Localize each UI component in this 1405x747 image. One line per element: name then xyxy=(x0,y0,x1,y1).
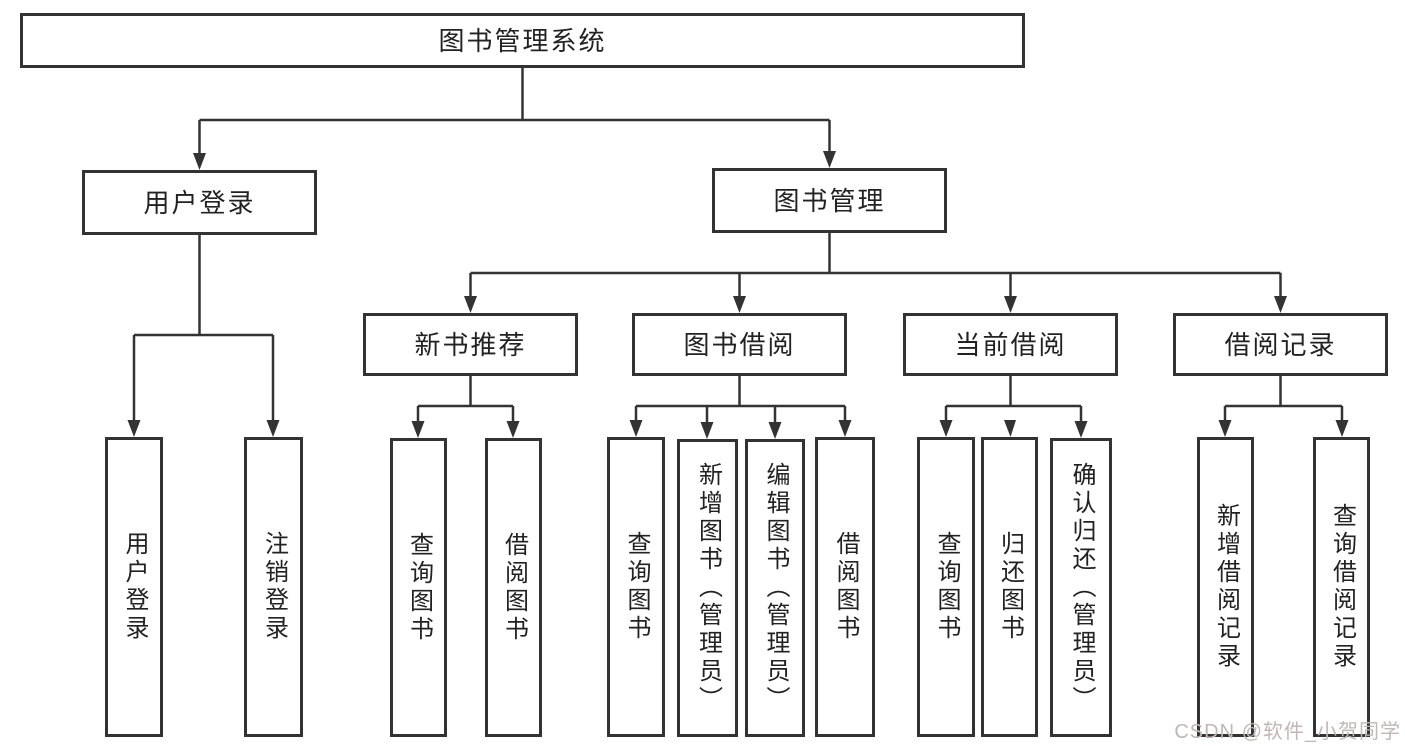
node-query-books-under-current: 查询图书 xyxy=(917,437,975,737)
edge-new-book-children xyxy=(411,376,520,438)
node-new-book-recommendation: 新书推荐 xyxy=(363,313,578,376)
node-borrowing-records: 借阅记录 xyxy=(1173,313,1388,376)
node-return-books-leaf: 归还图书 xyxy=(981,437,1038,737)
node-current-borrowing: 当前借阅 xyxy=(903,313,1118,376)
csdn-watermark: CSDN @软件_小贺同学 xyxy=(1174,721,1401,743)
edge-root-to-level1 xyxy=(193,68,836,170)
node-add-books-admin: 新增图书（管理员） xyxy=(677,439,738,737)
node-edit-books-admin: 编辑图书（管理员） xyxy=(745,439,805,737)
node-add-borrow-record: 新增借阅记录 xyxy=(1197,437,1254,737)
edge-user-login-children xyxy=(127,235,280,437)
edge-current-borrow-children xyxy=(939,376,1088,438)
node-book-borrowing: 图书借阅 xyxy=(632,313,847,376)
node-query-books-under-borrowing: 查询图书 xyxy=(607,437,665,737)
node-query-books-under-newbook: 查询图书 xyxy=(390,438,447,737)
node-user-login-leaf: 用户登录 xyxy=(105,437,163,737)
node-confirm-return-admin: 确认归还（管理员） xyxy=(1050,438,1112,737)
edge-borrow-record-children xyxy=(1218,376,1349,437)
node-library-management-system: 图书管理系统 xyxy=(20,13,1025,68)
edge-book-borrow-children xyxy=(629,376,852,439)
node-book-management: 图书管理 xyxy=(712,168,947,233)
node-borrow-books-leaf: 借阅图书 xyxy=(815,437,875,737)
node-borrow-books-under-newbook: 借阅图书 xyxy=(485,438,542,737)
node-user-login: 用户登录 xyxy=(82,170,317,235)
edge-book-mgmt-children xyxy=(464,233,1287,313)
node-logout-leaf: 注销登录 xyxy=(244,437,303,737)
node-query-borrow-record: 查询借阅记录 xyxy=(1313,437,1370,737)
